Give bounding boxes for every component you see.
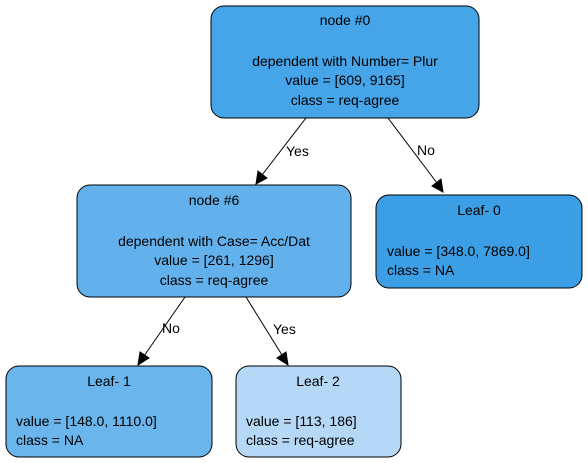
arrow-head <box>276 351 289 367</box>
node-condition: dependent with Case= Acc/Dat <box>118 233 310 249</box>
edge-node0-to-leaf0: No <box>387 117 444 193</box>
node-box <box>375 194 583 289</box>
edge-line <box>245 296 283 356</box>
edge-node6-to-leaf1: No <box>137 296 186 367</box>
arrow-head <box>137 351 150 367</box>
node-box <box>5 365 213 458</box>
tree-node-0: node #0 dependent with Number= Plur valu… <box>210 5 480 119</box>
edge-line <box>143 296 186 357</box>
node-condition: dependent with Number= Plur <box>252 53 438 69</box>
node-title: Leaf- 2 <box>296 373 340 389</box>
edge-label-yes: Yes <box>286 143 309 159</box>
edge-line <box>387 117 438 184</box>
tree-leaf-0: Leaf- 0 value = [348.0, 7869.0] class = … <box>375 194 583 289</box>
node-value: value = [113, 186] <box>246 413 357 429</box>
node-title: Leaf- 0 <box>457 202 501 218</box>
node-value: value = [609, 9165] <box>285 72 405 88</box>
node-value: value = [348.0, 7869.0] <box>387 243 530 259</box>
edge-node6-to-leaf2: Yes <box>245 296 296 367</box>
node-value: value = [261, 1296] <box>154 252 274 268</box>
node-class: class = req-agree <box>160 272 269 288</box>
node-class: class = NA <box>16 432 84 448</box>
tree-leaf-1: Leaf- 1 value = [148.0, 1110.0] class = … <box>5 365 213 458</box>
edge-node0-to-node6: Yes <box>255 117 309 185</box>
node-box <box>235 365 402 458</box>
node-title: Leaf- 1 <box>87 373 131 389</box>
tree-leaf-2: Leaf- 2 value = [113, 186] class = req-a… <box>235 365 402 458</box>
arrow-head <box>255 170 268 185</box>
node-class: class = req-agree <box>291 92 400 108</box>
edge-line <box>261 117 307 176</box>
arrow-head <box>431 178 444 193</box>
node-class: class = NA <box>387 262 455 278</box>
node-title: node #6 <box>189 192 240 208</box>
node-box <box>210 5 480 119</box>
tree-node-6: node #6 dependent with Case= Acc/Dat val… <box>76 184 352 298</box>
node-class: class = req-agree <box>246 432 355 448</box>
node-value: value = [148.0, 1110.0] <box>16 413 157 429</box>
node-box <box>76 184 352 298</box>
node-title: node #0 <box>320 12 371 28</box>
edge-label-yes: Yes <box>273 321 296 337</box>
edge-label-no: No <box>417 142 435 158</box>
edge-label-no: No <box>162 320 180 336</box>
